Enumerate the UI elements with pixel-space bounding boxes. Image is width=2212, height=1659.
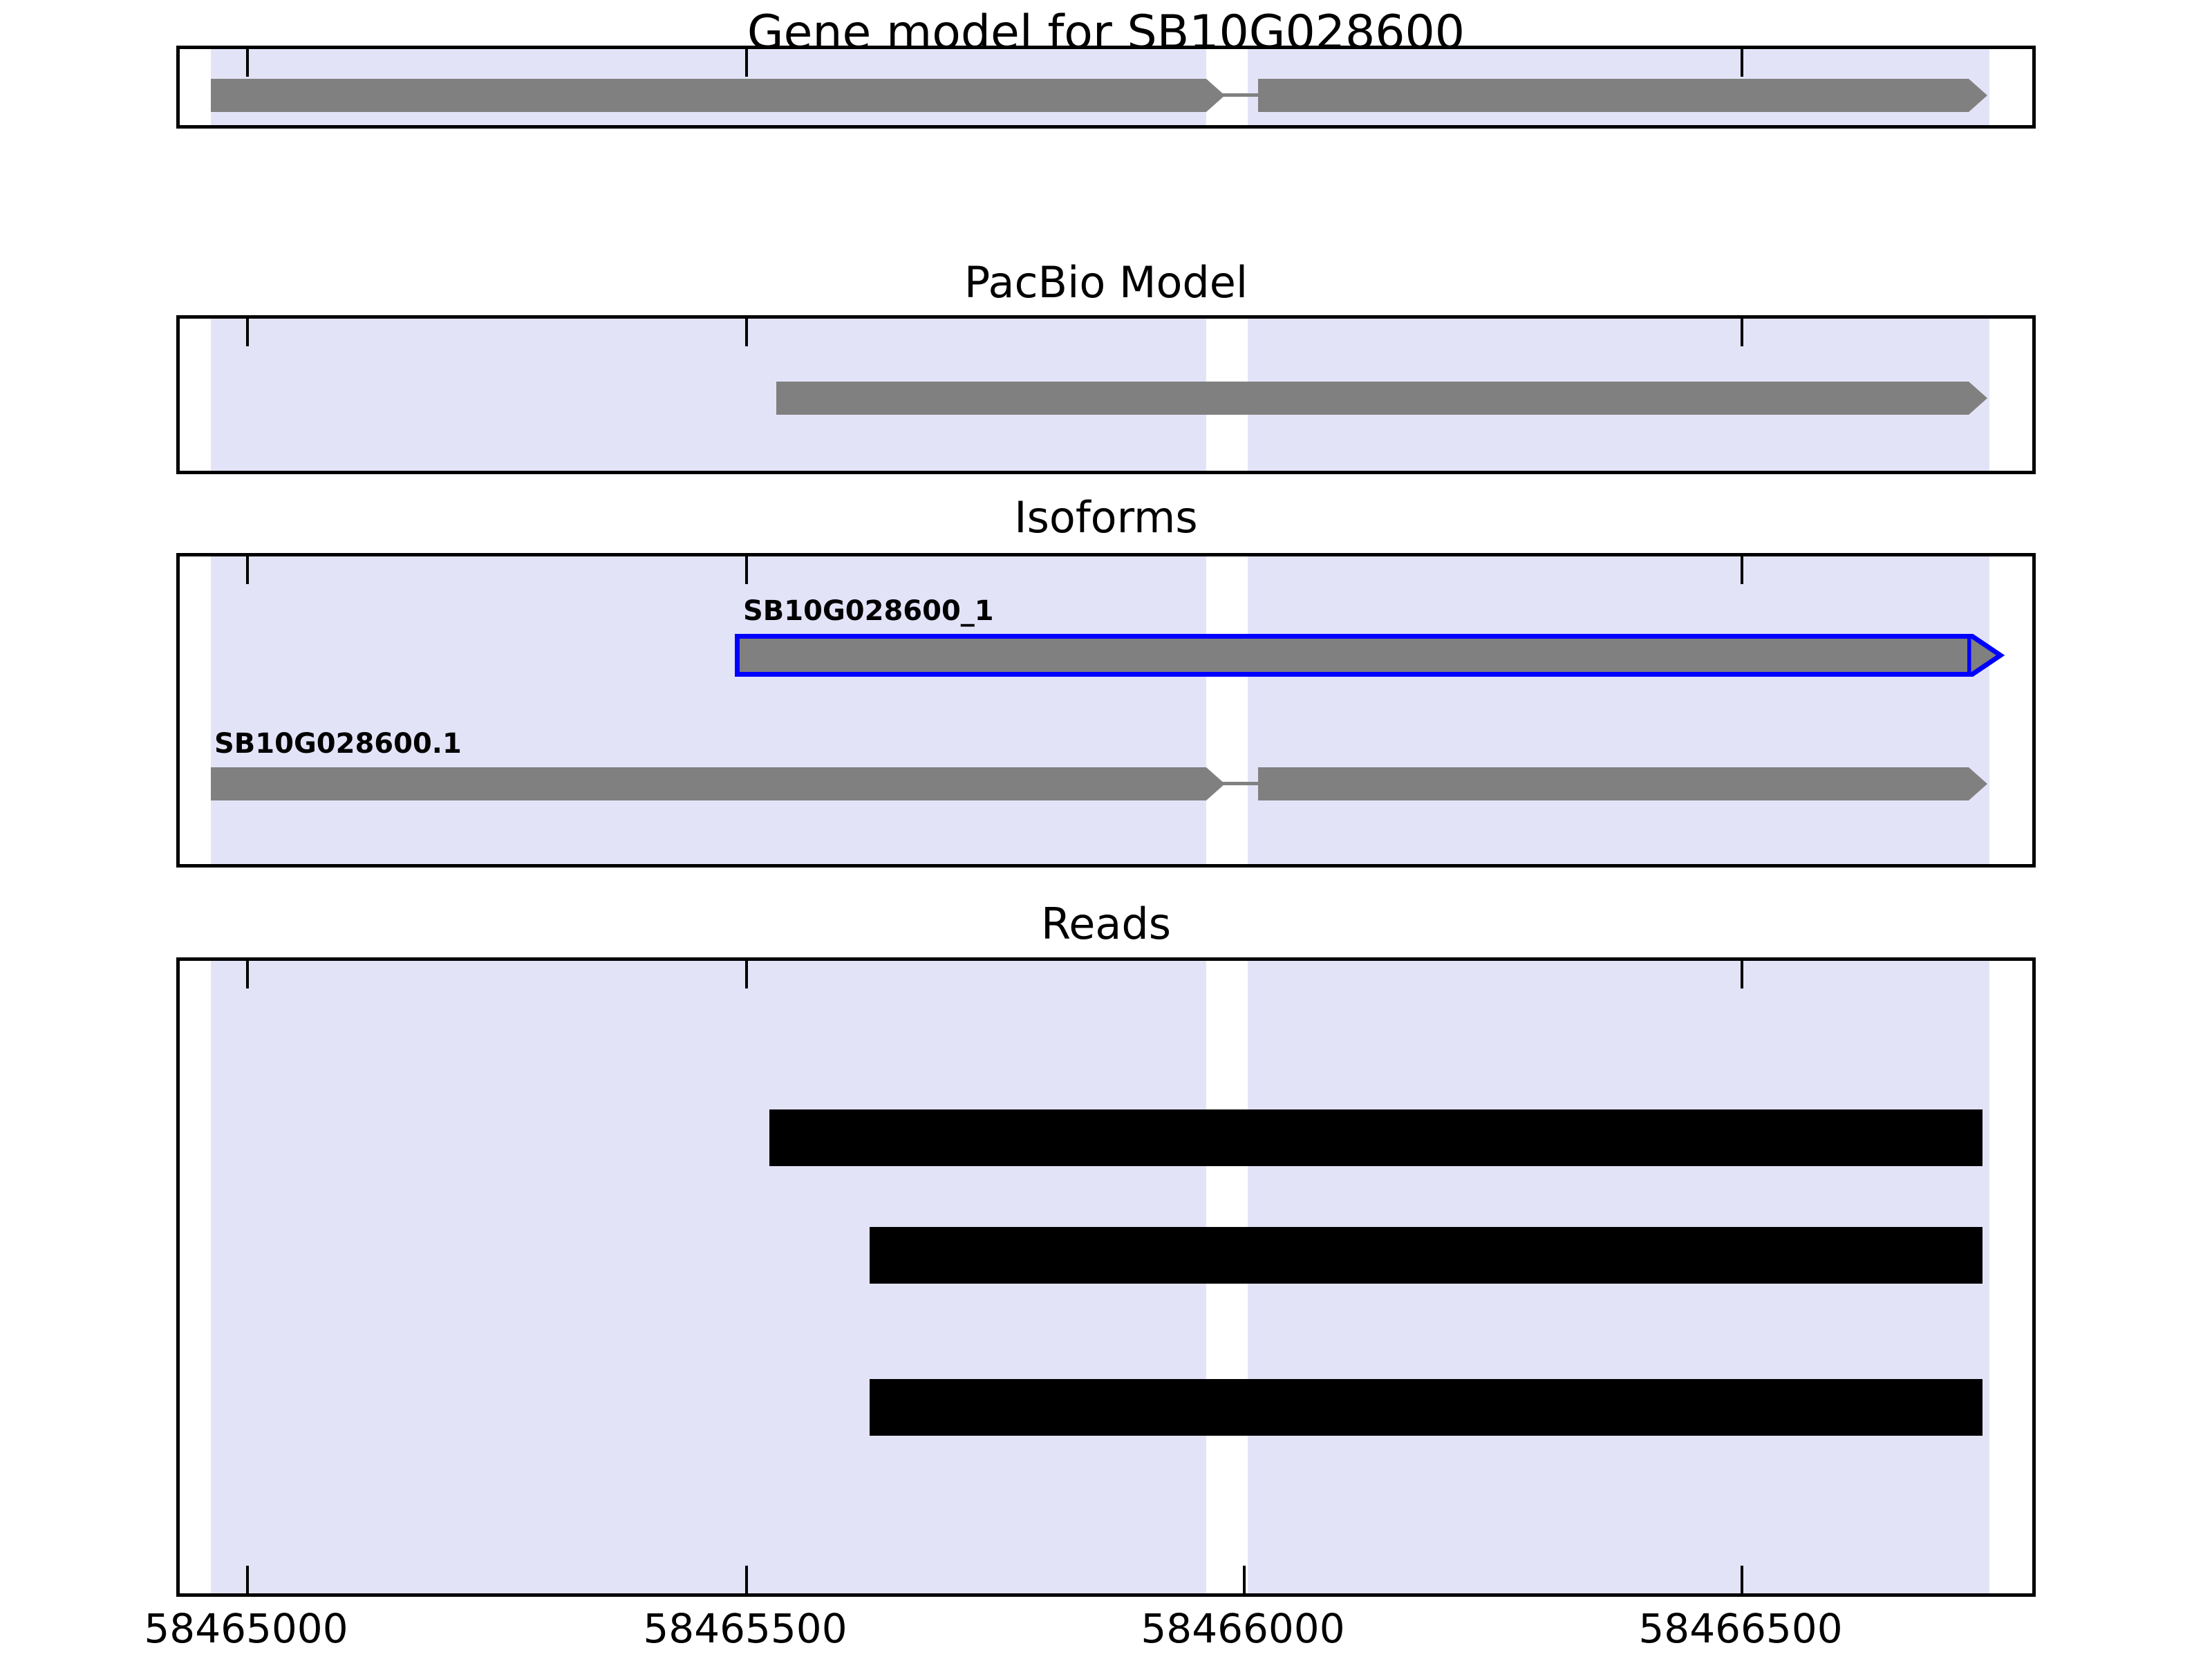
panel-pacbio-model: [176, 315, 2036, 474]
gene-exon-2: [1258, 79, 1969, 112]
x-tick-label: 58465000: [144, 1605, 348, 1652]
axis-tick: [1741, 556, 1743, 584]
panel-gene-model: [176, 46, 2036, 129]
read-bar-1[interactable]: [769, 1109, 1983, 1166]
axis-tick: [745, 319, 748, 346]
axis-tick-bottom: [1243, 1566, 1246, 1593]
intron-gap-shade: [1206, 556, 1248, 864]
axis-tick: [246, 319, 249, 346]
pacbio-arrow-icon: [1969, 382, 1987, 415]
x-tick-label: 58466000: [1141, 1605, 1345, 1652]
read-bar-2[interactable]: [870, 1227, 1983, 1284]
panel-reads: [176, 957, 2036, 1597]
panel-pacbio-plot: [180, 319, 2032, 471]
panel-isoforms-plot: SB10G028600_1 SB10G028600.1: [180, 556, 2032, 864]
x-tick-label: 58465500: [643, 1605, 847, 1652]
axis-tick: [1741, 961, 1743, 988]
panel-title-reads: Reads: [1040, 899, 1172, 949]
panel-title-pacbio: PacBio Model: [964, 257, 1248, 308]
highlight-region: [211, 556, 1989, 864]
axis-tick-bottom: [1741, 1566, 1743, 1593]
panel-title-isoforms: Isoforms: [1014, 492, 1198, 543]
axis-tick: [246, 961, 249, 988]
isoform-SB10G028600_1[interactable]: [735, 634, 1972, 677]
axis-tick: [1741, 319, 1743, 346]
axis-tick-bottom: [745, 1566, 748, 1593]
isoform-2-exon-2[interactable]: [1258, 767, 1969, 800]
isoform-1-label: SB10G028600_1: [743, 595, 994, 627]
panel-reads-plot: [180, 961, 2032, 1593]
x-tick-label: 58466500: [1638, 1605, 1843, 1652]
isoform-2-exon-2-arrow-icon: [1969, 767, 1987, 800]
isoform-2-label: SB10G028600.1: [214, 728, 462, 760]
pacbio-exon-1: [776, 382, 1969, 415]
axis-tick: [745, 961, 748, 988]
panel-isoforms: SB10G028600_1 SB10G028600.1: [176, 553, 2036, 868]
isoform-2-exon-1[interactable]: [211, 767, 1206, 800]
gene-exon-2-arrow-icon: [1969, 79, 1987, 112]
panel-gene-model-plot: [180, 49, 2032, 125]
axis-tick: [745, 556, 748, 584]
gene-exon-1: [211, 79, 1206, 112]
axis-tick: [246, 556, 249, 584]
axis-tick: [1741, 49, 1743, 77]
axis-tick-bottom: [246, 1566, 249, 1593]
axis-tick: [745, 49, 748, 77]
read-bar-3[interactable]: [870, 1379, 1983, 1436]
axis-tick: [246, 49, 249, 77]
isoform-1-arrow-icon: [1969, 634, 2005, 677]
